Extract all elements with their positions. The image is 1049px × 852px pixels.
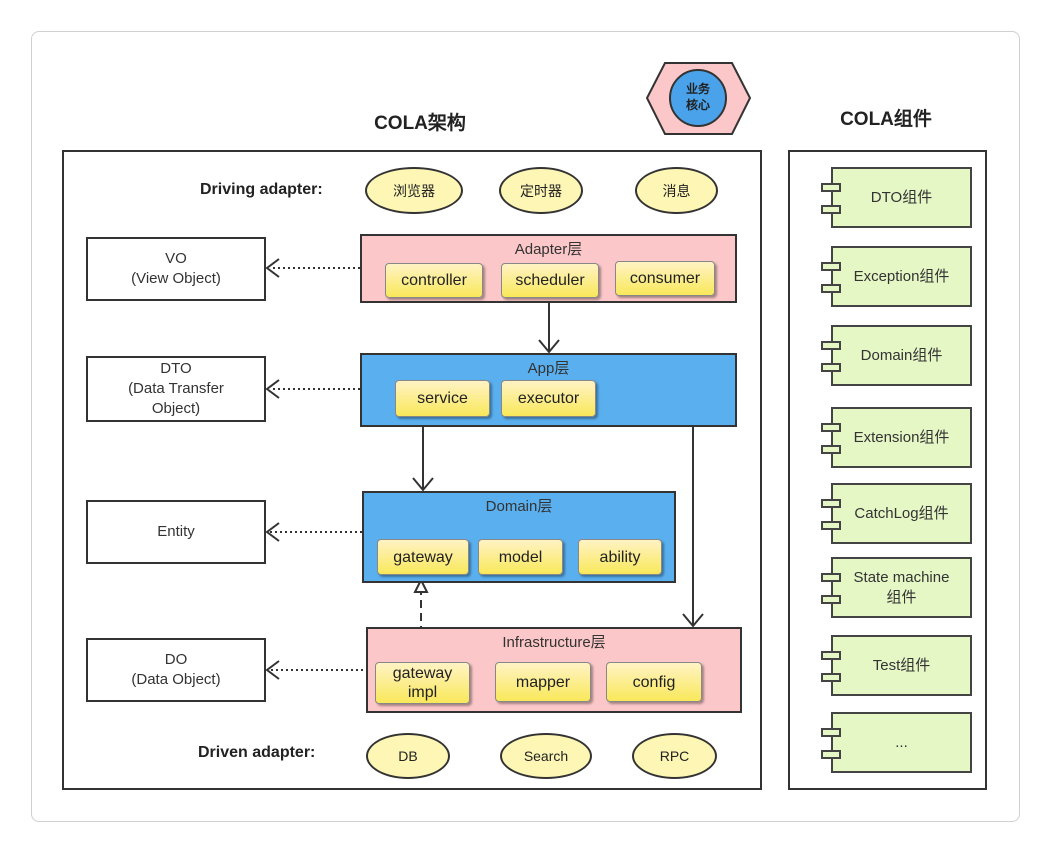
domain-model: model — [478, 539, 563, 575]
app-layer: App层 service executor — [360, 353, 737, 427]
component-extension: Extension组件 — [821, 407, 972, 468]
infrastructure-layer: Infrastructure层 gateway impl mapper conf… — [366, 627, 742, 713]
domain-layer: Domain层 gateway model ability — [362, 491, 676, 583]
architecture-title: COLA架构 — [374, 113, 466, 134]
driving-browser: 浏览器 — [365, 167, 463, 214]
infrastructure-layer-title: Infrastructure层 — [502, 634, 606, 651]
app-service: service — [395, 380, 490, 417]
driven-db: DB — [366, 733, 450, 779]
core-hexagon-icon — [645, 62, 752, 135]
component-domain: Domain组件 — [821, 325, 972, 386]
driving-timer: 定时器 — [499, 167, 583, 214]
driving-adapter-label: Driving adapter: — [200, 181, 323, 198]
component-test: Test组件 — [821, 635, 972, 696]
components-title: COLA组件 — [840, 109, 932, 130]
adapter-consumer: consumer — [615, 261, 715, 296]
component-catchlog: CatchLog组件 — [821, 483, 972, 544]
app-layer-title: App层 — [527, 360, 570, 377]
driven-search: Search — [500, 733, 592, 779]
infra-config: config — [606, 662, 702, 702]
component-dto: DTO组件 — [821, 167, 972, 228]
core-badge-line2: 核心 — [685, 98, 710, 112]
driving-message: 消息 — [635, 167, 718, 214]
app-executor: executor — [501, 380, 596, 417]
domain-ability: ability — [578, 539, 662, 575]
driven-rpc: RPC — [632, 733, 717, 779]
component-more: ... — [821, 712, 972, 773]
component-exception: Exception组件 — [821, 246, 972, 307]
external-do: DO(Data Object) — [86, 638, 266, 702]
adapter-scheduler: scheduler — [501, 263, 599, 298]
core-badge: 业务 核心 — [645, 61, 752, 136]
adapter-layer: Adapter层 controller scheduler consumer — [360, 234, 737, 303]
infra-gateway-impl: gateway impl — [375, 662, 470, 704]
external-vo: VO(View Object) — [86, 237, 266, 301]
adapter-controller: controller — [385, 263, 483, 298]
core-badge-line1: 业务 — [685, 82, 710, 96]
domain-layer-title: Domain层 — [485, 498, 553, 515]
component-state-machine: State machine 组件 — [821, 557, 972, 618]
adapter-layer-title: Adapter层 — [514, 241, 583, 258]
domain-gateway: gateway — [377, 539, 469, 575]
external-entity: Entity — [86, 500, 266, 564]
driven-adapter-label: Driven adapter: — [198, 744, 316, 761]
infra-mapper: mapper — [495, 662, 591, 702]
